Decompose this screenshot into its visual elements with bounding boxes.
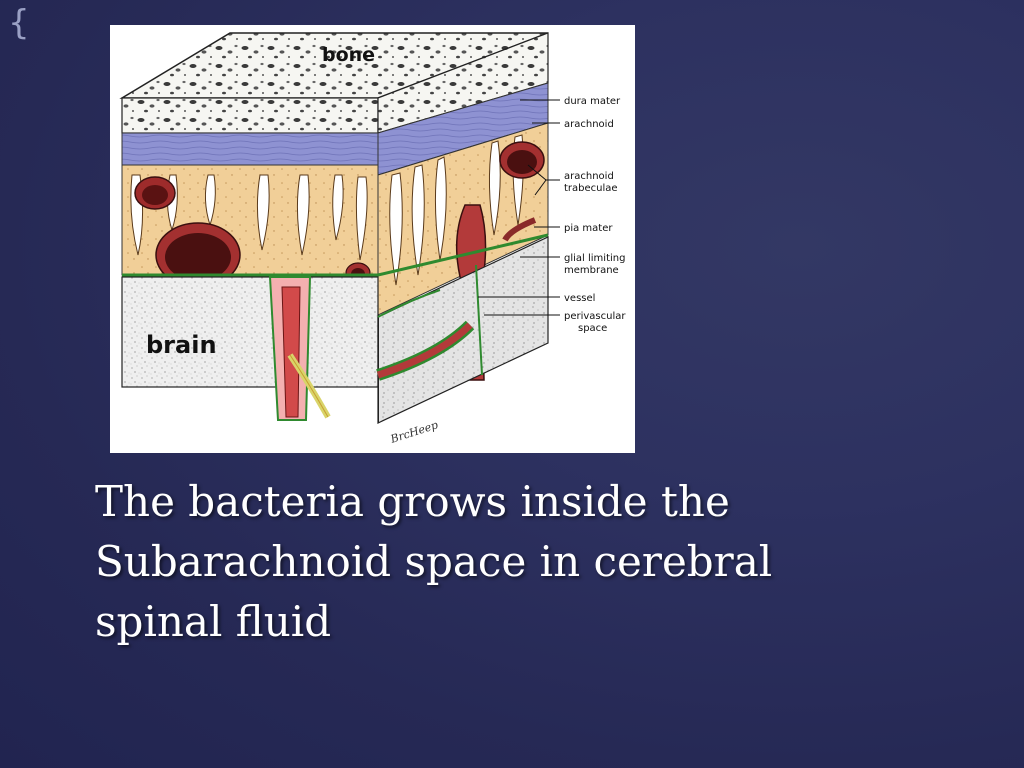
callout-dura-mater: dura mater (564, 96, 621, 107)
brain-front-face (121, 276, 379, 388)
callout-glial-limiting-line2: membrane (564, 265, 619, 276)
callout-lines (478, 99, 560, 316)
callout-glial-limiting-line1: glial limiting (564, 253, 625, 264)
callout-arachnoid: arachnoid (564, 119, 614, 130)
bone-front-face (121, 97, 379, 134)
callout-arachnoid-trabeculae-line1: arachnoid (564, 171, 614, 182)
label-bone: bone (322, 44, 375, 66)
dura-mater-front (121, 132, 379, 166)
callout-vessel: vessel (564, 293, 595, 304)
meninges-diagram: bone brain dura mater arachnoid arachnoi… (110, 25, 635, 453)
label-brain: brain (146, 331, 217, 359)
callout-perivascular-line2: space (578, 323, 607, 334)
bracket-ornament: { (8, 3, 30, 43)
callout-arachnoid-trabeculae-line2: trabeculae (564, 183, 618, 194)
slide-caption: The bacteria grows inside the Subarachno… (95, 477, 773, 646)
callout-perivascular-line1: perivascular (564, 311, 626, 322)
callout-pia-mater: pia mater (564, 223, 613, 234)
vessels (134, 141, 545, 288)
pia-mater-line (122, 233, 549, 277)
artist-signature: BrcHeep (388, 418, 440, 446)
meninges-illustration: bone brain dura mater arachnoid arachnoi… (119, 32, 626, 446)
